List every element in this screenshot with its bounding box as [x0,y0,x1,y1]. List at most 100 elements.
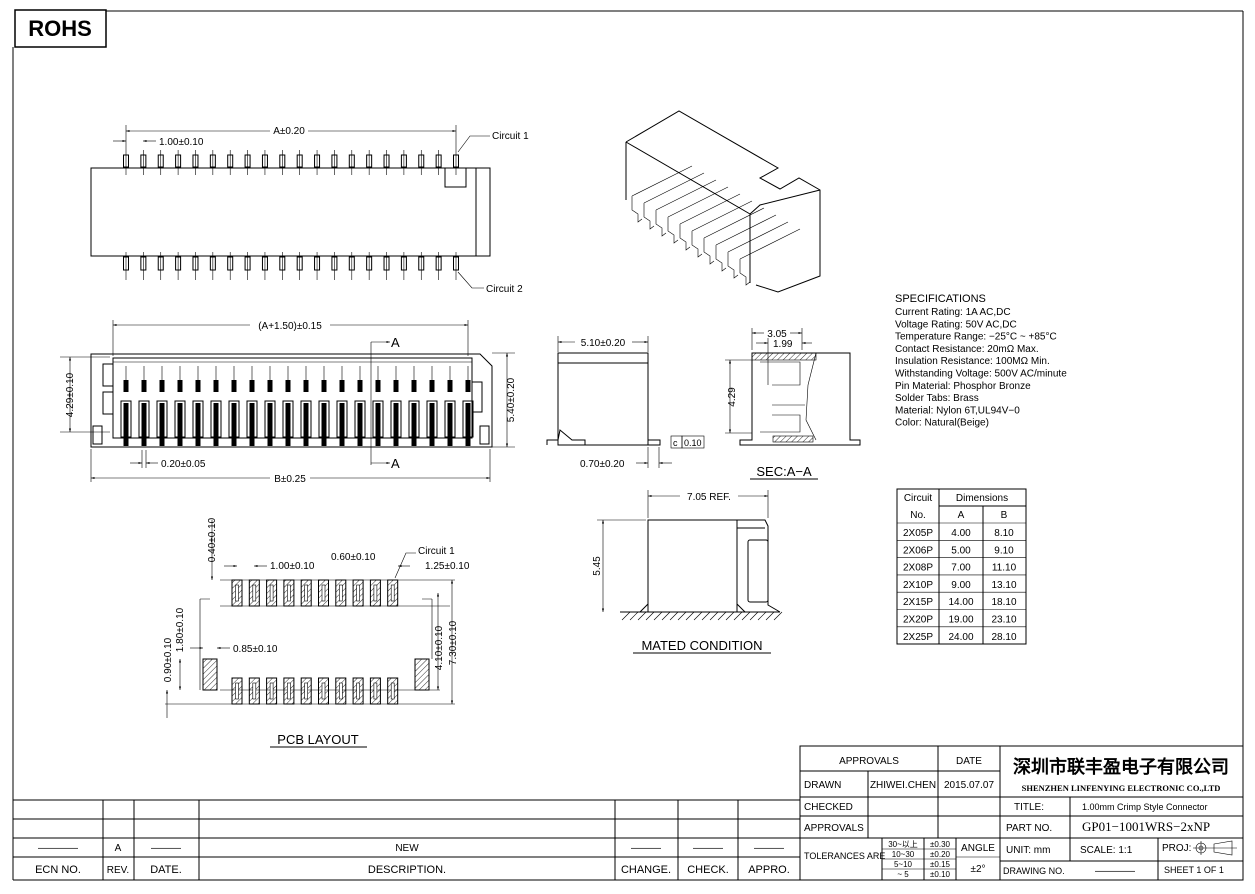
svg-text:c: c [673,438,678,448]
iso-contact [715,214,777,272]
ground-hatch [757,611,767,621]
svg-text:APPROVALS: APPROVALS [839,756,899,767]
table-cell: 9.10 [994,545,1014,556]
spec-line: Insulation Resistance: 100MΩ Min. [895,356,1050,367]
svg-text:————: ———— [38,843,78,854]
svg-text:2015.07.07: 2015.07.07 [944,780,994,791]
spec-line: Temperature Range: −25°C ~ +85°C [895,332,1057,343]
contact-pin [177,403,183,446]
iso-contact [631,165,693,223]
iso-contact [739,228,801,286]
front-view: (A+1.50)±0.15 4.29±0.10 5.40±0.20 A A 0.… [60,320,517,485]
table-cell: 7.00 [951,563,971,574]
pad-slot [287,584,291,602]
revision-table: ———— A ——— NEW ——— ——— ——— ECN NO. REV. … [13,799,800,880]
table-cell: 18.10 [991,597,1016,608]
table-cell: 19.00 [948,615,973,626]
contact-pin [411,403,417,446]
spec-line: Material: Nylon 6T,UL94V−0 [895,405,1020,416]
svg-text:SHEET 1 OF 1: SHEET 1 OF 1 [1164,865,1224,875]
svg-text:B: B [1001,510,1008,521]
pad-slot [287,682,291,700]
contact-tip [213,380,219,392]
svg-text:DRAWN: DRAWN [804,780,841,791]
pad-slot [390,584,395,602]
pad-slot [269,584,274,602]
pad-slot [390,682,395,700]
revision-row: ———— A ——— NEW ——— ——— ——— [38,843,784,854]
svg-text:7.05 REF.: 7.05 REF. [687,492,731,503]
contact-pin [465,403,471,446]
contact-pin [429,403,435,446]
ground-hatch [701,611,711,621]
table-cell: 28.10 [991,632,1016,643]
svg-text:———: ——— [693,843,723,854]
svg-text:A: A [115,843,122,854]
svg-text:5.45: 5.45 [592,556,603,576]
svg-text:±2°: ±2° [970,864,985,875]
title-block: APPROVALS DATE DRAWN ZHIWEI.CHEN 2015.07… [799,745,1244,881]
table-cell: 2X25P [903,632,933,643]
pad-slot [356,682,360,700]
svg-text:UNIT: mm: UNIT: mm [1006,845,1050,856]
svg-text:1.00±0.10: 1.00±0.10 [159,137,204,148]
contact-tip [123,380,129,392]
iso-contact [643,172,705,230]
contact-pin [339,403,345,446]
svg-text:1.00mm Crimp Style Connecto: 1.00mm Crimp Style Connector [1082,802,1208,812]
specifications: SPECIFICATIONS Current Rating: 1A AC,DCV… [895,293,1067,429]
svg-text:————: ———— [1095,866,1135,877]
svg-text:DATE: DATE [956,756,982,767]
svg-text:3.05: 3.05 [767,329,787,340]
contact-tip [303,380,309,392]
svg-text:No.: No. [910,510,926,521]
ground-hatch [661,611,671,621]
contact-pin [213,403,219,446]
svg-text:ECN NO.: ECN NO. [35,864,81,876]
contact-pin [159,403,165,446]
spec-line: Current Rating: 1A AC,DC [895,307,1011,318]
ground-hatch [669,611,679,621]
pad-slot [373,584,378,602]
pad-slot [356,584,360,602]
svg-text:0.20±0.05: 0.20±0.05 [161,459,206,470]
svg-text:———: ——— [151,843,181,854]
svg-text:B±0.25: B±0.25 [274,474,306,485]
contact-pin [141,403,147,446]
svg-text:SEC:A−A: SEC:A−A [756,464,812,479]
svg-text:Circuit 1: Circuit 1 [418,546,455,557]
contact-tip [339,380,345,392]
svg-text:深圳市联丰盈电子有限公司: 深圳市联丰盈电子有限公司 [1013,756,1229,777]
section-a-a: 3.05 1.99 4.29 SEC:A−A [725,328,861,480]
svg-text:DATE.: DATE. [150,864,182,876]
ground-hatch [637,611,647,621]
ground-hatch [629,611,639,621]
svg-text:Circuit: Circuit [904,493,933,504]
svg-text:A: A [958,510,965,521]
table-cell: 14.00 [948,597,973,608]
table-cell: 8.10 [994,528,1014,539]
svg-text:A±0.20: A±0.20 [273,126,305,137]
pcb-layout: 0.40±0.10 1.00±0.10 0.60±0.10 Circuit 1 … [163,517,470,748]
contact-tip [195,380,201,392]
svg-text:4.29: 4.29 [727,387,738,407]
svg-text:1.00±0.10: 1.00±0.10 [270,561,315,572]
svg-text:APPROVALS: APPROVALS [804,823,864,834]
contact-tip [429,380,435,392]
svg-text:PROJ:: PROJ: [1162,843,1191,854]
svg-text:1.25±0.10: 1.25±0.10 [425,561,470,572]
contact-tip [375,380,381,392]
table-cell: 9.00 [951,580,971,591]
svg-text:ANGLE: ANGLE [961,843,995,854]
svg-text:TOLERANCES ARE: TOLERANCES ARE [804,851,885,861]
table-cell: 5.00 [951,545,971,556]
pad-slot [235,584,239,602]
svg-text:GP01−1001WRS−2xNP: GP01−1001WRS−2xNP [1082,819,1210,834]
table-cell: 4.00 [951,528,971,539]
contact-pin [195,403,201,446]
tolerance-range: 5~10 [894,860,913,869]
isometric-view [625,110,821,293]
contact-tip [141,380,147,392]
mated-condition-view: 7.05 REF. 5.45 MATED CONDITION [592,490,783,654]
